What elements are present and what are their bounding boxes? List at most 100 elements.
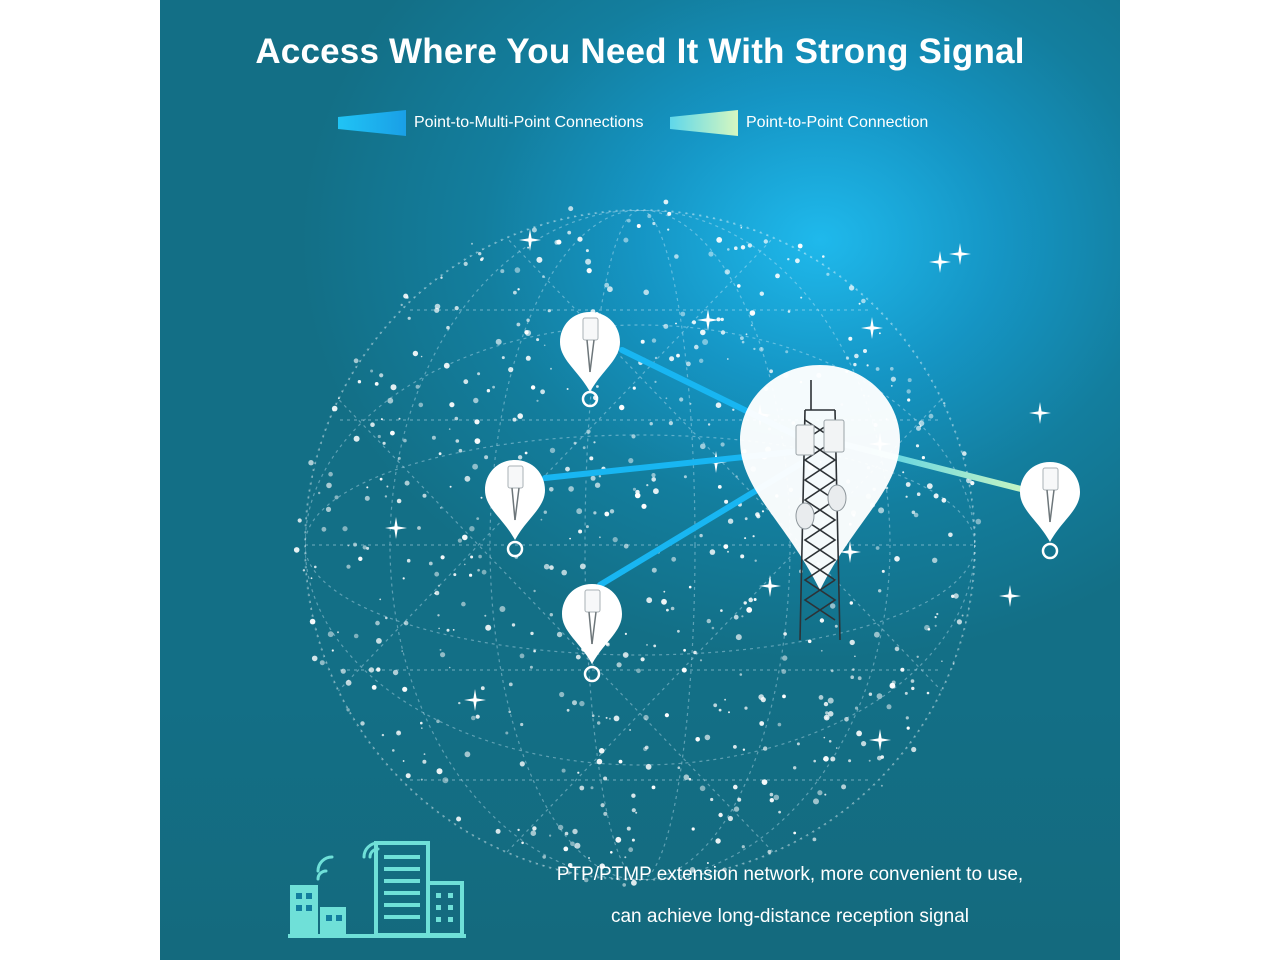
globe-dot: [636, 224, 641, 228]
globe-dot: [508, 710, 512, 714]
globe-dot: [743, 601, 747, 605]
globe-dot: [434, 592, 436, 595]
globe-dot: [309, 618, 316, 625]
globe-dot: [536, 256, 543, 263]
globe-dot: [353, 633, 359, 639]
access-point-pin-bottom-left: [562, 584, 622, 683]
globe-dot: [588, 857, 590, 859]
globe-dot: [449, 485, 452, 488]
globe-dot: [543, 563, 550, 570]
globe-dot: [907, 398, 911, 402]
globe-dot: [342, 526, 348, 532]
globe-dot: [740, 245, 746, 250]
globe-dot: [572, 828, 578, 835]
globe-dot: [741, 615, 744, 618]
globe-dot: [310, 577, 313, 580]
globe-dot: [340, 668, 346, 674]
globe-dot: [646, 643, 648, 646]
globe-dot: [890, 367, 894, 371]
globe-dot: [763, 239, 768, 244]
globe-dot: [531, 227, 537, 233]
access-point-pin-right: [1020, 462, 1080, 560]
globe-dot: [828, 740, 832, 743]
globe-dot: [635, 489, 640, 495]
globe-dot: [787, 310, 791, 313]
globe-dot: [434, 571, 440, 577]
sparkle-icon: [949, 243, 971, 265]
globe-dot: [590, 786, 594, 790]
globe-dot: [918, 420, 925, 427]
globe-dot: [716, 317, 721, 322]
globe-dot: [861, 298, 866, 304]
globe-dot: [761, 779, 768, 785]
globe-dot: [740, 336, 744, 340]
globe-dot: [740, 554, 745, 559]
globe-dot: [861, 741, 867, 747]
globe-dot: [547, 309, 551, 313]
globe-dot: [436, 719, 440, 724]
sparkle-icon: [1029, 402, 1051, 424]
sparkle-icon: [464, 689, 486, 711]
globe-dot: [484, 614, 487, 617]
globe-dot: [671, 556, 677, 562]
globe-dot: [699, 659, 703, 662]
globe-dot: [956, 619, 963, 625]
globe-dot: [718, 812, 723, 818]
globe-dot: [586, 268, 592, 274]
globe-dot: [532, 826, 537, 831]
globe-dot: [934, 616, 937, 619]
globe-dot: [727, 248, 730, 251]
globe-dot: [566, 708, 570, 712]
globe-dot: [785, 350, 789, 354]
globe-dot: [575, 654, 581, 660]
globe-dot: [916, 655, 919, 658]
globe-dot: [585, 525, 589, 529]
globe-dot: [353, 435, 360, 442]
globe-dot: [380, 418, 383, 421]
globe-dot: [563, 846, 569, 852]
globe-dot: [715, 838, 721, 844]
globe-dot: [926, 483, 933, 489]
globe-dot: [916, 425, 921, 431]
globe-dot: [593, 441, 596, 444]
globe-dot: [916, 492, 921, 497]
globe-dot: [473, 397, 479, 404]
globe-dot: [890, 385, 893, 387]
globe-dot: [746, 607, 753, 613]
globe-dot: [308, 460, 314, 466]
globe-dot: [894, 556, 900, 562]
globe-dot: [670, 606, 675, 611]
globe-dot: [689, 402, 692, 405]
globe-dot: [632, 386, 636, 390]
globe-dot: [561, 768, 566, 773]
globe-dot: [631, 793, 636, 798]
globe-dot: [480, 686, 485, 691]
globe-dot: [915, 444, 920, 448]
globe-dot: [667, 211, 672, 216]
globe-dot: [921, 456, 926, 460]
globe-dot: [371, 685, 377, 690]
globe-dot: [530, 385, 536, 390]
globe-dot: [849, 601, 853, 605]
globe-dot: [943, 402, 946, 405]
globe-dot: [570, 841, 575, 847]
globe-dot: [653, 644, 657, 648]
globe-dot: [379, 598, 382, 601]
globe-dot: [927, 628, 931, 631]
globe-dot: [669, 356, 675, 362]
globe-dot: [481, 569, 487, 575]
globe-dot: [820, 649, 823, 652]
globe-dot: [675, 322, 677, 325]
access-point-pin-top-left: [560, 312, 620, 408]
globe-dot: [566, 388, 569, 390]
globe-dot: [629, 729, 632, 731]
globe-dot: [610, 851, 613, 854]
globe-dot: [381, 733, 385, 737]
globe-dot: [823, 756, 829, 762]
globe-dot: [422, 759, 427, 764]
globe-dot: [799, 246, 801, 249]
sparkle-icon: [839, 541, 861, 563]
globe-dot: [360, 721, 365, 726]
globe-dot: [526, 318, 530, 322]
globe-dot: [586, 429, 591, 434]
